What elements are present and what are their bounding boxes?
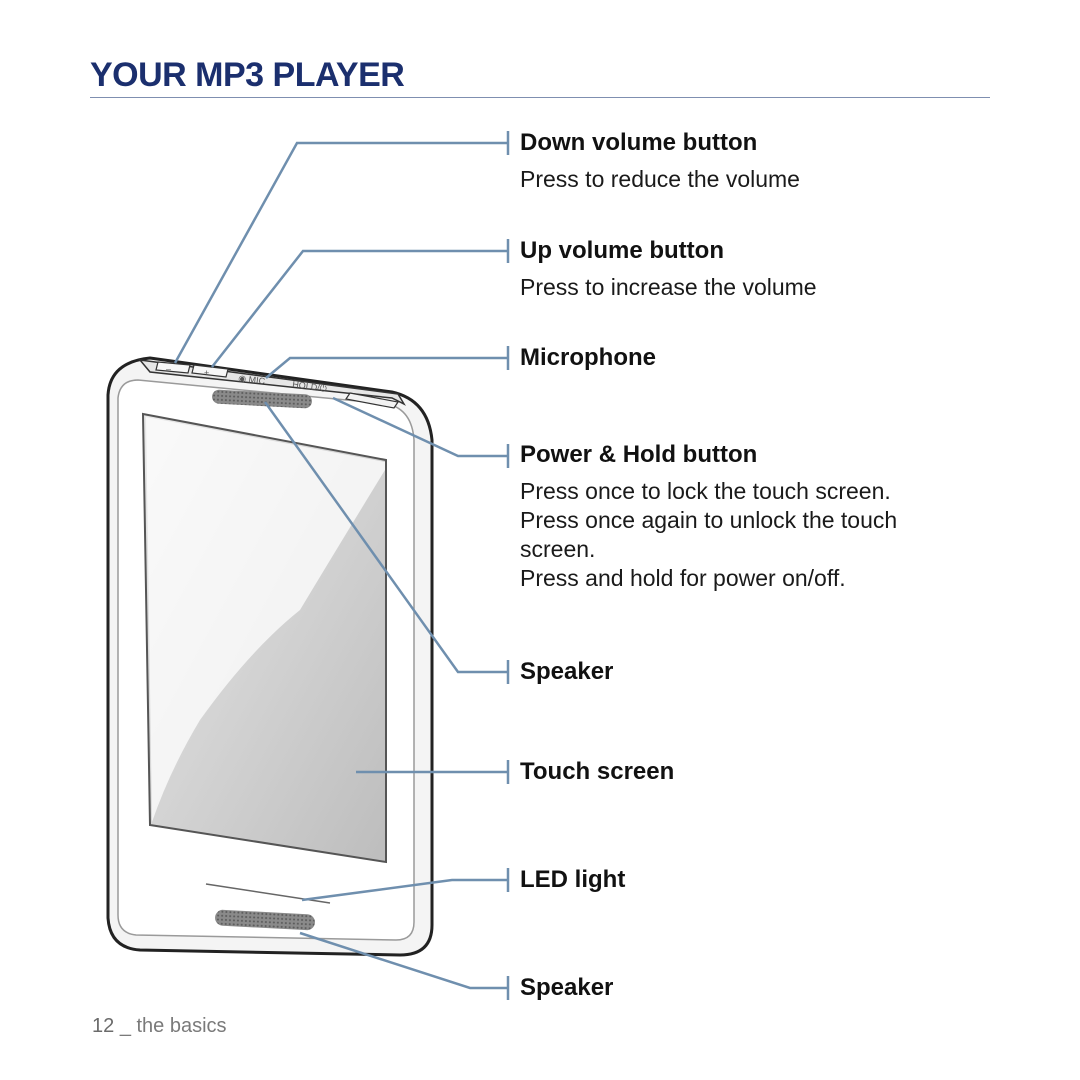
callout-down-volume-desc: Press to reduce the volume — [520, 166, 800, 192]
bottom-speaker-grille — [215, 909, 315, 931]
up-volume-key-label: + — [204, 368, 209, 378]
callout-power-hold: Power & Hold button Press once to lock t… — [520, 441, 1020, 593]
callout-speaker-bottom: Speaker — [520, 974, 1020, 1002]
leader-line-led-light — [301, 878, 508, 902]
callout-power-hold-desc-2: Press once again to unlock the touch scr… — [520, 507, 898, 562]
callout-led-light-label: LED light — [520, 866, 626, 893]
leader-line-up-volume — [211, 249, 508, 368]
up-volume-key[interactable]: + — [191, 364, 229, 378]
hold-label: HOLD/⏻ — [292, 379, 328, 394]
title-rule — [90, 97, 990, 98]
callout-up-volume-desc: Press to increase the volume — [520, 274, 817, 300]
top-speaker-grille — [212, 389, 312, 409]
leader-line-microphone — [265, 356, 508, 379]
callout-speaker-bottom-label: Speaker — [520, 974, 614, 1001]
page-footer: 12 _ the basics — [92, 1015, 227, 1038]
callout-down-volume: Down volume button Press to reduce the v… — [520, 129, 1020, 194]
callout-touch-screen-label: Touch screen — [520, 758, 675, 785]
down-volume-key[interactable]: – — [155, 361, 191, 374]
leader-line-down-volume — [173, 141, 508, 364]
callout-power-hold-label: Power & Hold button — [520, 441, 758, 468]
mp3-player-device: – + ◉ MIC HOLD/⏻ — [106, 356, 434, 957]
leader-line-speaker-bottom — [299, 931, 508, 990]
page-number: 12 — [92, 1015, 115, 1037]
callout-microphone: Microphone — [520, 344, 1020, 372]
footer-section: the basics — [136, 1015, 227, 1037]
leader-line-power-hold — [332, 396, 508, 458]
callout-touch-screen: Touch screen — [520, 758, 1020, 786]
callout-microphone-label: Microphone — [520, 344, 656, 371]
screen-highlight — [146, 417, 385, 822]
callout-power-hold-desc-1: Press once to lock the touch screen. — [520, 478, 891, 504]
leader-lines — [173, 141, 508, 990]
mic-label: ◉ MIC — [238, 373, 266, 386]
leader-line-speaker-top — [263, 401, 508, 674]
callout-down-volume-label: Down volume button — [520, 129, 758, 156]
callout-power-hold-desc-3: Press and hold for power on/off. — [520, 565, 846, 591]
page-title: YOUR MP3 PLAYER — [90, 56, 405, 94]
footer-separator: _ — [119, 1015, 131, 1037]
down-volume-key-label: – — [166, 364, 171, 374]
callout-speaker-top-label: Speaker — [520, 658, 614, 685]
callout-up-volume: Up volume button Press to increase the v… — [520, 237, 1020, 302]
power-hold-slider[interactable] — [344, 392, 400, 409]
callout-led-light: LED light — [520, 866, 1020, 894]
callout-up-volume-label: Up volume button — [520, 237, 724, 264]
callout-speaker-top: Speaker — [520, 658, 1020, 686]
